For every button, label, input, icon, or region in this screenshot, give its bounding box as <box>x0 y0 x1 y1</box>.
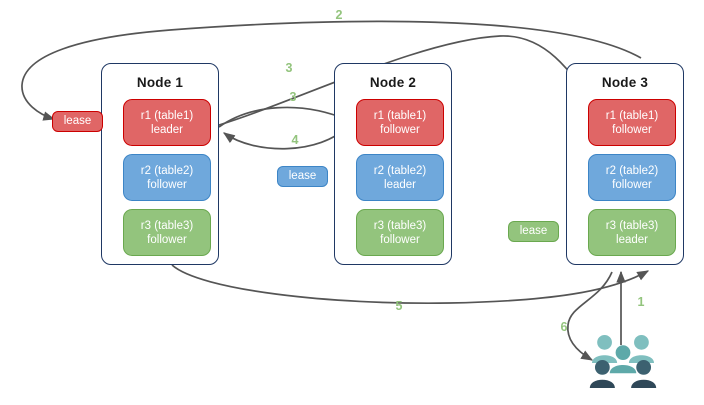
edge-step-3-lower <box>218 106 350 128</box>
replica-node2-r3[interactable]: r3 (table3) follower <box>356 209 444 256</box>
step-label-1: 1 <box>637 295 645 309</box>
replica-role: follower <box>380 123 420 136</box>
node-container-3[interactable]: Node 3 r1 (table1) follower r2 (table2) … <box>566 63 684 265</box>
step-label-2: 2 <box>335 8 343 22</box>
replica-name: r1 (table1) <box>373 109 427 122</box>
step-label-5: 5 <box>395 299 403 313</box>
replica-role: follower <box>612 123 652 136</box>
lease-badge-red[interactable]: lease <box>52 111 103 132</box>
replica-role: follower <box>147 233 187 246</box>
users-group-icon <box>589 334 657 389</box>
edge-step-5 <box>171 264 650 305</box>
replica-node3-r1[interactable]: r1 (table1) follower <box>588 99 676 146</box>
replica-name: r3 (table3) <box>605 219 659 232</box>
lease-badge-green[interactable]: lease <box>508 221 559 242</box>
replica-node1-r2[interactable]: r2 (table2) follower <box>123 154 211 201</box>
replica-role: leader <box>151 123 183 136</box>
step-label-4: 4 <box>291 133 299 147</box>
replica-name: r3 (table3) <box>373 219 427 232</box>
replica-role: leader <box>384 178 416 191</box>
lease-badge-blue[interactable]: lease <box>277 166 328 187</box>
replica-name: r3 (table3) <box>140 219 194 232</box>
replica-name: r2 (table2) <box>373 164 427 177</box>
replica-name: r1 (table1) <box>140 109 194 122</box>
replica-node1-r3[interactable]: r3 (table3) follower <box>123 209 211 256</box>
node-container-2[interactable]: Node 2 r1 (table1) follower r2 (table2) … <box>334 63 452 265</box>
step-label-3-upper: 3 <box>285 61 293 75</box>
node-title-3: Node 3 <box>601 75 649 90</box>
replica-role: follower <box>147 178 187 191</box>
replica-role: follower <box>612 178 652 191</box>
edge-step-4 <box>223 125 349 150</box>
step-label-3-lower: 3 <box>289 90 297 104</box>
node-title-1: Node 1 <box>136 75 184 90</box>
replica-name: r2 (table2) <box>605 164 659 177</box>
replica-node3-r3[interactable]: r3 (table3) leader <box>588 209 676 256</box>
replica-node2-r2[interactable]: r2 (table2) leader <box>356 154 444 201</box>
node-title-2: Node 2 <box>369 75 417 90</box>
node-container-1[interactable]: Node 1 r1 (table1) leader r2 (table2) fo… <box>101 63 219 265</box>
replica-role: follower <box>380 233 420 246</box>
replica-name: r1 (table1) <box>605 109 659 122</box>
replica-node3-r2[interactable]: r2 (table2) follower <box>588 154 676 201</box>
replica-node2-r1[interactable]: r1 (table1) follower <box>356 99 444 146</box>
replica-name: r2 (table2) <box>140 164 194 177</box>
step-label-6: 6 <box>560 320 568 334</box>
replica-node1-r1[interactable]: r1 (table1) leader <box>123 99 211 146</box>
replica-role: leader <box>616 233 648 246</box>
